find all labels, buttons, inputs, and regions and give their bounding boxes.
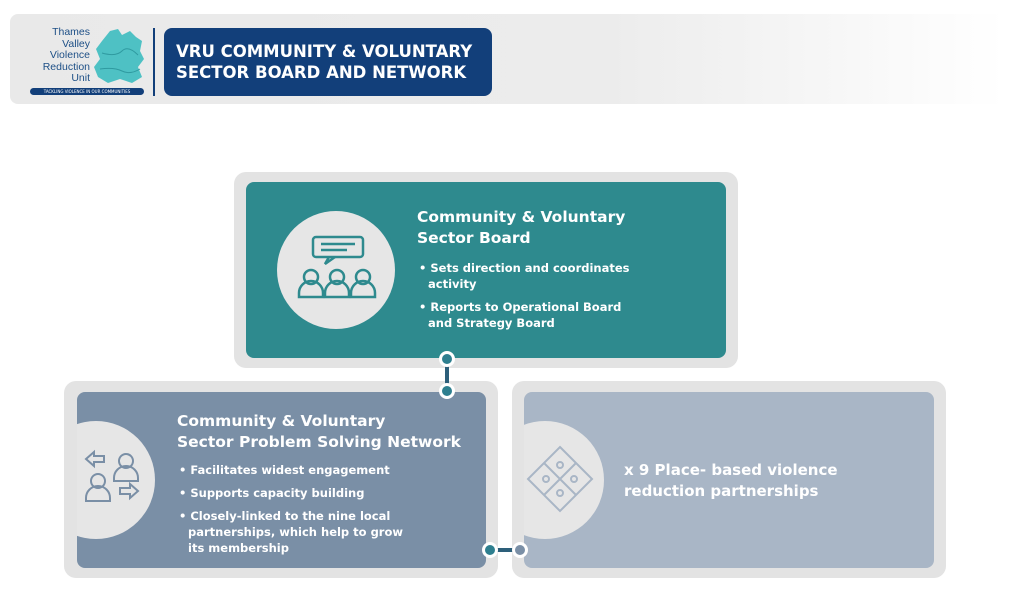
board-bullets: Sets direction and coordinates activity … [418,260,638,338]
partnerships-text-line: reduction partnerships [624,482,819,500]
partnerships-text-line: x 9 Place- based violence [624,461,838,479]
sector-board-card: Community & Voluntary Sector Board Sets … [246,182,726,358]
logo-line: Reduction [42,60,90,73]
network-bullets: Facilitates widest engagement Supports c… [178,462,408,563]
people-exchange-icon [84,449,140,502]
logo-line: Valley [62,37,90,50]
logo-line: Violence [49,49,90,61]
connector-node [439,383,455,399]
partnerships-text: x 9 Place- based violence reduction part… [624,460,838,502]
group-discussion-icon [297,235,377,299]
bullet-item: Reports to Operational Board and Strateg… [418,299,638,331]
partnerships-icon-circle [524,421,604,539]
board-icon-circle [277,211,395,329]
connector-node [512,542,528,558]
board-title-line: Community & Voluntary [417,208,626,226]
horizontal-connector [492,548,520,552]
partnerships-card: x 9 Place- based violence reduction part… [524,392,934,568]
network-title-line: Sector Problem Solving Network [177,433,461,451]
vru-logo-text: Thames Valley Violence Reduction Unit [28,26,90,85]
connector-node [482,542,498,558]
bullet-item: Facilitates widest engagement [178,462,408,478]
connector-node [439,351,455,367]
vertical-connector [445,360,449,390]
board-title: Community & Voluntary Sector Board [417,207,625,249]
board-title-line: Sector Board [417,229,531,247]
network-title-line: Community & Voluntary [177,412,386,430]
bullet-item: Supports capacity building [178,485,408,501]
puzzle-icon [526,445,594,513]
header-banner [10,14,1005,104]
bullet-item: Closely-linked to the nine local partner… [178,508,408,556]
network-icon-circle [77,421,155,539]
title-line-2: SECTOR BOARD AND NETWORK [176,63,467,82]
problem-solving-network-card: Community & Voluntary Sector Problem Sol… [77,392,486,568]
header-divider [153,28,155,96]
logo-tagline: TACKLING VIOLENCE IN OUR COMMUNITIES [30,88,144,95]
network-title: Community & Voluntary Sector Problem Sol… [177,411,461,453]
title-line-1: VRU COMMUNITY & VOLUNTARY [176,42,473,61]
page-title: VRU COMMUNITY & VOLUNTARY SECTOR BOARD A… [164,28,492,96]
logo-line: Unit [71,72,90,84]
logo-line: Thames [52,26,90,38]
thames-valley-map-icon [94,29,144,83]
bullet-item: Sets direction and coordinates activity [418,260,638,292]
